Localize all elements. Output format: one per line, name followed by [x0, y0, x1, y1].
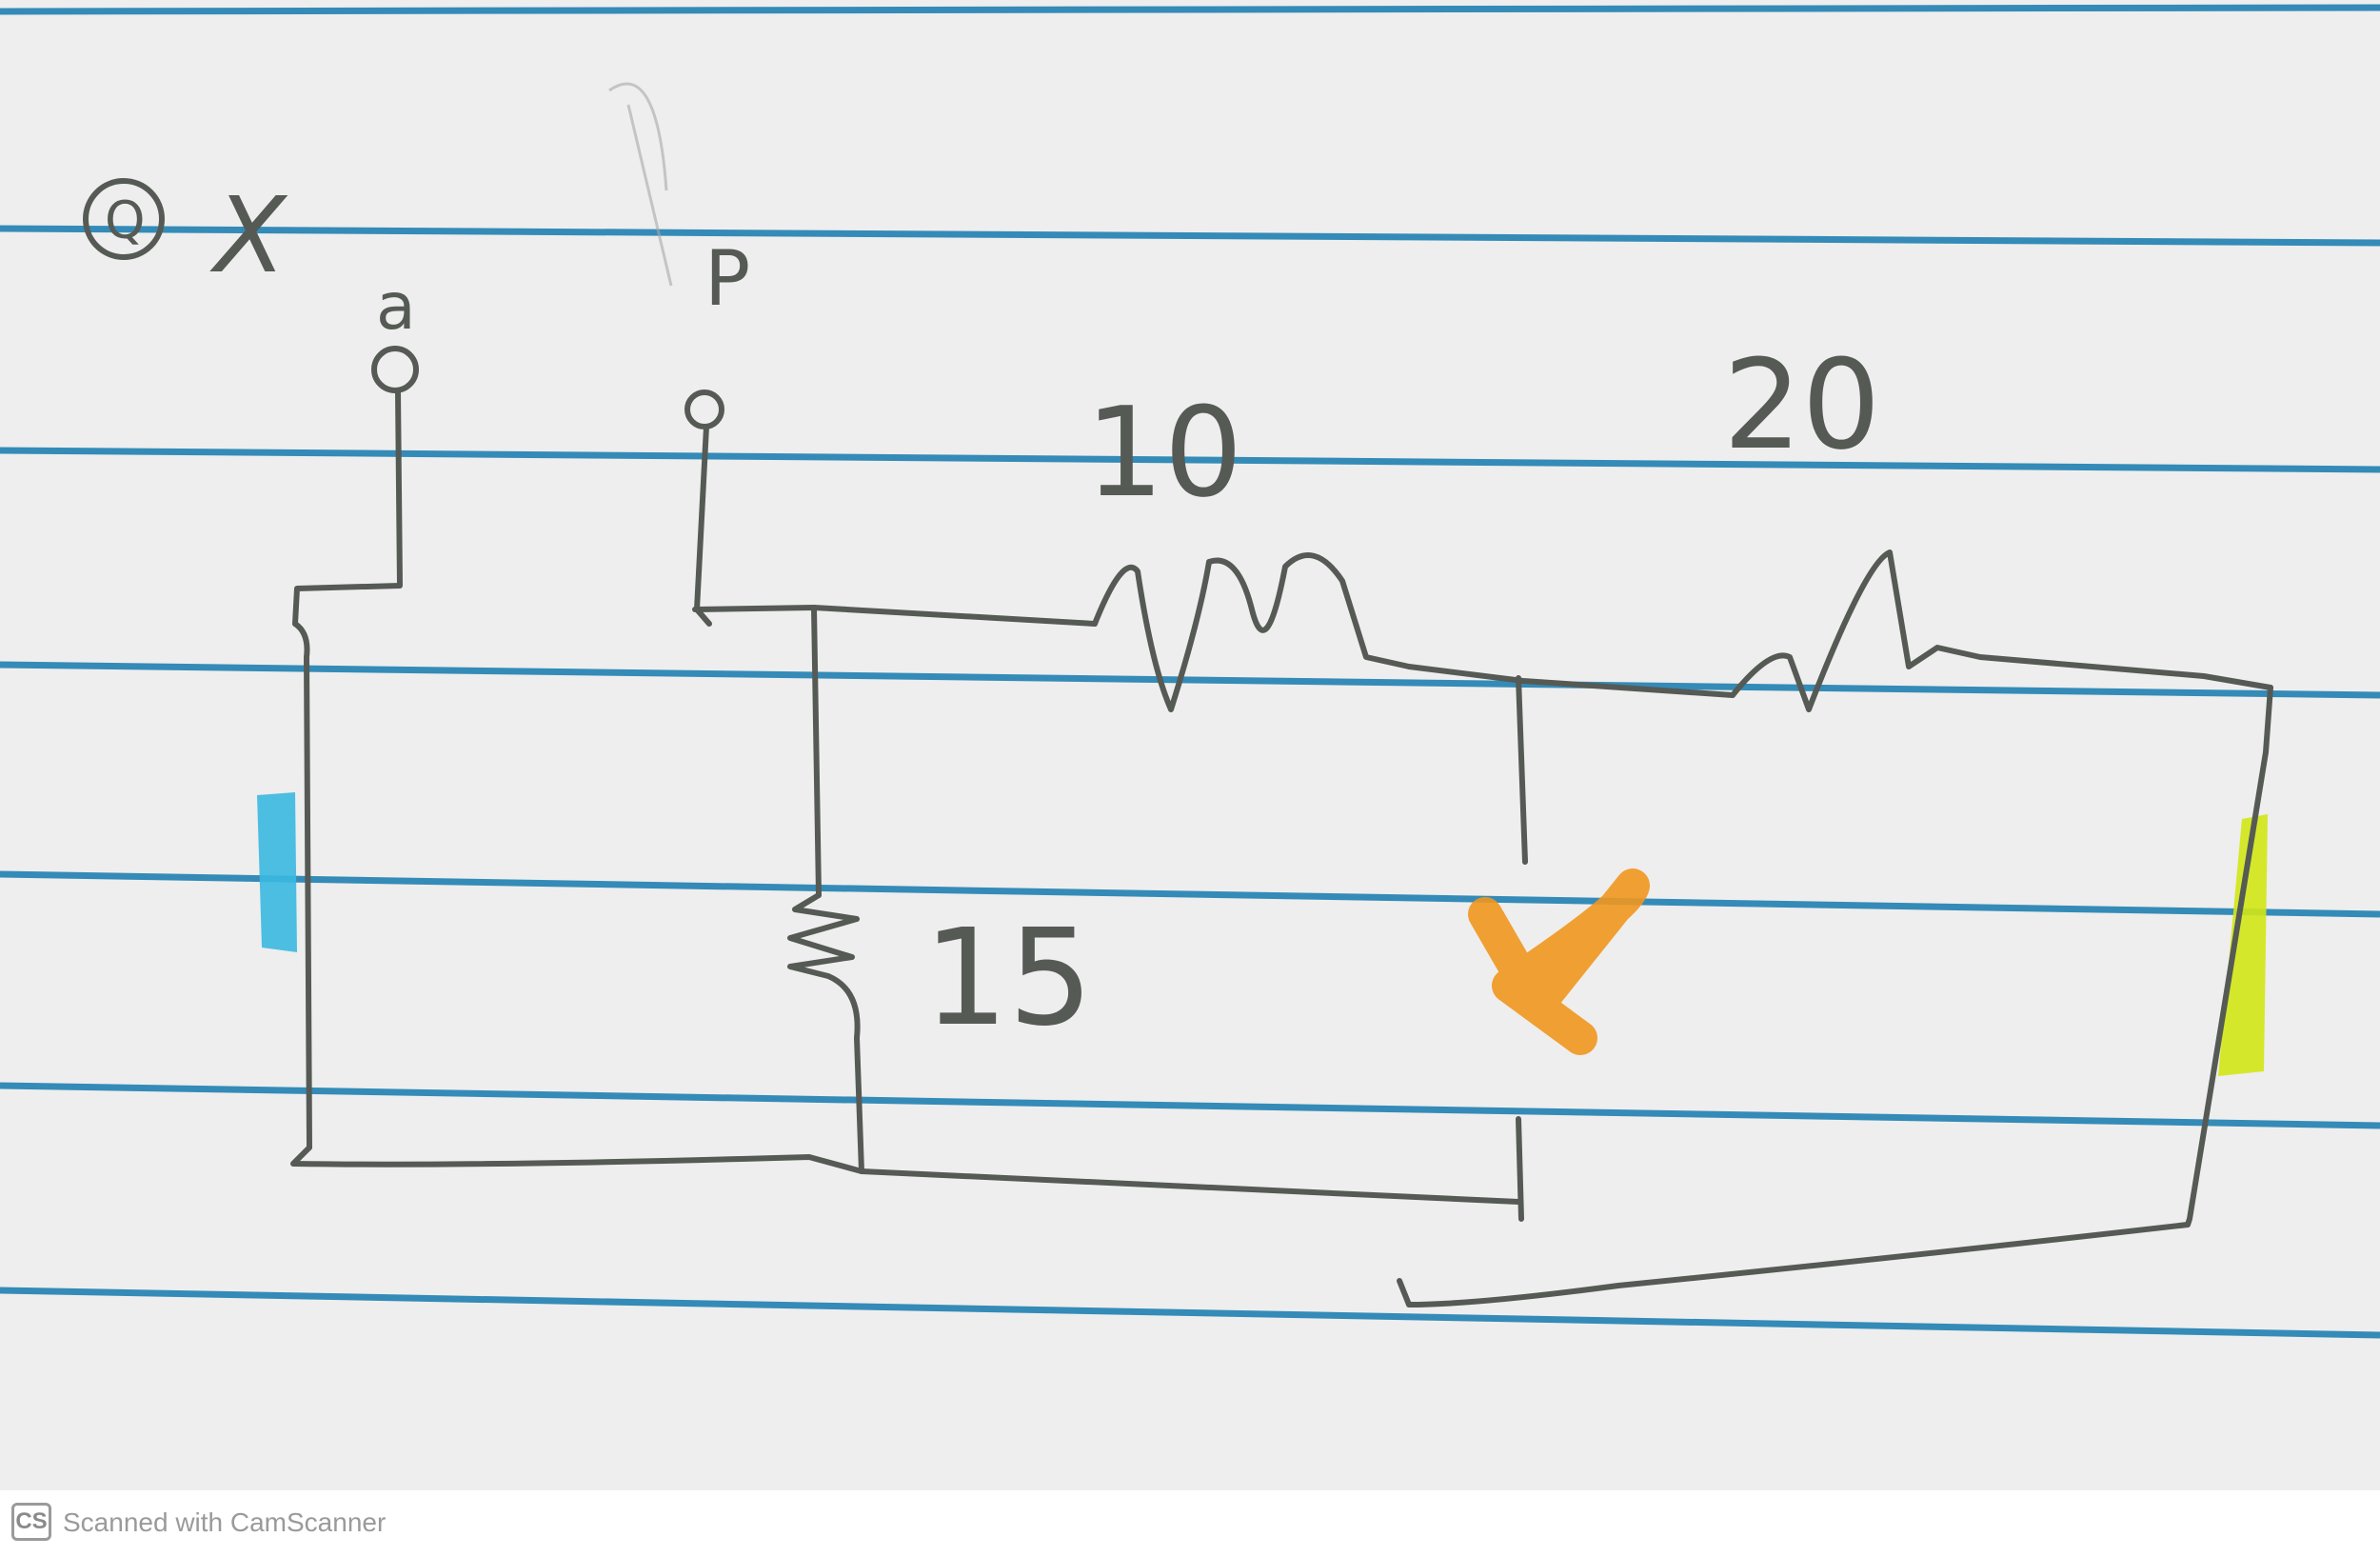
notebook-paper [0, 0, 2380, 1490]
handwritten-labels: Q X a P 10 20 15 K [83, 174, 1880, 1056]
right-wire-top [1977, 654, 2273, 690]
p-label: P [704, 234, 750, 323]
x-label: X [209, 174, 288, 296]
resistor-10-label: 10 [1085, 380, 1242, 525]
return-wire [1397, 1222, 2191, 1307]
circuit-wires [290, 346, 2273, 1307]
rule-line [0, 1082, 2380, 1129]
question-number-circle [83, 178, 165, 260]
ruled-lines [0, 4, 2380, 1339]
rule-line [0, 870, 2380, 918]
orange-switch-mark [1468, 868, 1650, 1055]
left-wire [292, 621, 312, 1150]
rule-line [0, 4, 2380, 15]
resistor-15-label: 15 [923, 901, 1093, 1056]
yellow-highlight-mark [2218, 814, 2268, 1076]
resistor-20 [1730, 549, 1983, 712]
switch-upper-lead [1516, 675, 1528, 865]
circuit-diagram: Q X a P 10 20 15 K [0, 4, 2380, 1339]
resistor-15 [787, 892, 864, 1174]
camscanner-logo-icon: CS [11, 1503, 51, 1541]
top-wire [692, 605, 1098, 627]
resistor-20-label: 20 [1723, 332, 1880, 477]
rule-line [0, 661, 2380, 699]
switch-lower-lead [1516, 1116, 1524, 1222]
terminal-p-node [684, 389, 724, 429]
scanner-footer: CS Scanned with CamScanner [0, 1490, 2380, 1557]
cyan-highlight-mark [257, 792, 297, 952]
terminal-a-lead [292, 388, 403, 627]
terminal-a-node [371, 346, 419, 393]
question-number-label: Q [105, 190, 146, 250]
rule-line [0, 225, 2380, 247]
middle-wire [1406, 664, 1735, 698]
bottom-wire [290, 1145, 1521, 1205]
resistor-10 [1092, 552, 1412, 712]
a-subscript-label: a [376, 269, 416, 345]
right-wire [2185, 685, 2273, 1228]
rule-line [0, 1287, 2380, 1339]
branch-wire-top [811, 605, 822, 898]
watermark-text: Scanned with CamScanner [63, 1507, 387, 1537]
pencil-scribble [608, 82, 673, 287]
